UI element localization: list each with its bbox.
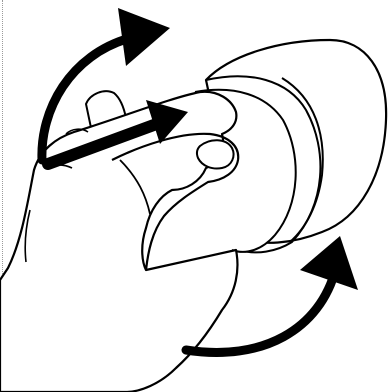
thumbnail [195, 139, 235, 170]
cup-rim-ring [281, 77, 324, 243]
hand-body [0, 90, 239, 392]
cup-rim-outer [205, 75, 322, 254]
curved-arrow-top-head [118, 8, 170, 66]
straight-arrow-shaft [42, 116, 168, 170]
curved-arrow-top-shaft [37, 33, 135, 165]
finger-crease-3 [24, 209, 31, 263]
curved-arrow-bottom-shaft [181, 263, 341, 357]
thumb [111, 132, 240, 271]
straight-arrow-head [146, 100, 188, 144]
dotted-guide-line [2, 0, 3, 392]
index-knuckle [65, 128, 89, 135]
finger-crease-1 [119, 159, 151, 215]
curved-arrow-bottom-head [300, 236, 358, 290]
